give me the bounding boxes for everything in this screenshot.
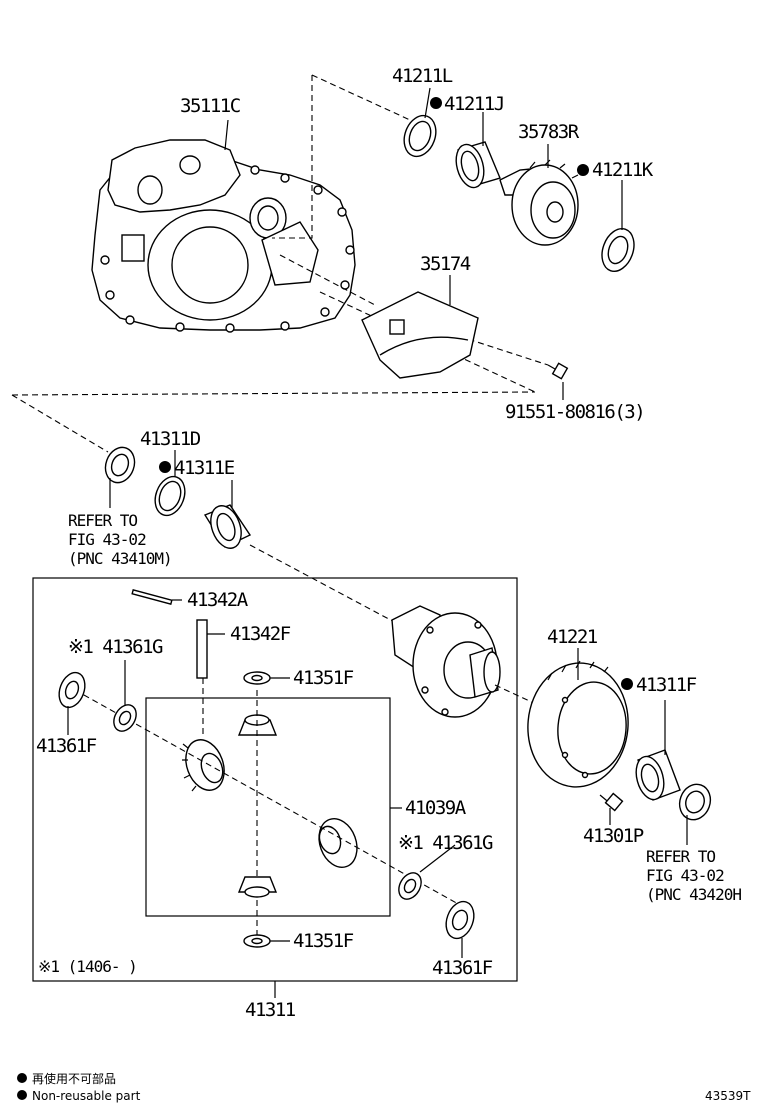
refer-to-right-line1: REFER TO [646, 847, 715, 866]
label-41342A: 41342A [187, 589, 249, 611]
non-reusable-bullet-icon [577, 164, 589, 176]
label-41311F: 41311F [636, 674, 697, 696]
pinion-gear-top [237, 714, 278, 736]
refer-to-right-line3: (PNC 43420H [646, 885, 741, 904]
label-41342F: 41342F [230, 623, 291, 645]
bearing-41211K [601, 227, 635, 273]
oil-seal-41211L [403, 114, 437, 158]
refer-to-line1: REFER TO [68, 511, 137, 530]
bolt-91551-80816 [547, 362, 569, 380]
drive-gear-35783R [499, 159, 579, 246]
differential-case [391, 605, 501, 718]
oil-seal-right [678, 783, 712, 821]
label-35783R: 35783R [518, 121, 580, 143]
label-35174: 35174 [420, 253, 471, 275]
non-reusable-bullet-icon [430, 97, 442, 109]
kit-box-41039A [145, 697, 391, 917]
label-41301P: 41301P [583, 825, 644, 847]
label-41311: 41311 [245, 999, 296, 1021]
legend-line-jp: 再使用不可部品 [32, 1071, 116, 1086]
non-reusable-bullet-icon [159, 461, 171, 473]
non-reusable-bullet-icon [17, 1090, 27, 1100]
thrust-washer-41351F-top [243, 671, 271, 685]
refer-to-line3: (PNC 43410M) [68, 549, 172, 568]
label-41361G-right: ※1 41361G [398, 832, 493, 854]
note-production-range: ※1 (1406- ) [38, 957, 137, 976]
non-reusable-bullet-icon [621, 678, 633, 690]
shim-41361G-right [398, 872, 422, 900]
side-gear-left [182, 739, 225, 792]
thrust-washer-41361F-right [445, 900, 475, 940]
bearing-41211J [455, 141, 501, 189]
label-41351F-bottom: 41351F [293, 930, 354, 952]
label-41361F-left: 41361F [36, 735, 97, 757]
label-41361F-right: 41361F [432, 957, 493, 979]
non-reusable-bullet-icon [17, 1073, 27, 1083]
label-41311D: 41311D [140, 428, 201, 450]
label-41311E: 41311E [174, 457, 235, 479]
bearing-41311F [635, 749, 681, 801]
label-41211L: 41211L [392, 65, 453, 87]
oil-seal-41311D [104, 446, 136, 484]
label-41221: 41221 [547, 626, 598, 648]
legend-line-en: Non-reusable part [32, 1089, 141, 1103]
shaft-41342F [196, 619, 208, 679]
thrust-washer-41351F-bottom [243, 934, 271, 948]
bolt-41301P [599, 792, 624, 812]
figure-id: 43539T [705, 1089, 751, 1103]
label-41211K: 41211K [592, 159, 654, 181]
transaxle-case-35111C [91, 139, 356, 333]
shim-41361G-left [113, 704, 137, 732]
side-gear-right [318, 818, 358, 868]
refer-to-right-line2: FIG 43-02 [646, 866, 724, 885]
label-41211J: 41211J [444, 93, 504, 115]
thrust-washer-41361F-left [58, 671, 86, 709]
label-91551: 91551-80816(3) [505, 401, 644, 423]
label-41039A: 41039A [405, 797, 467, 819]
label-35111C: 35111C [180, 95, 240, 117]
bracket-35174 [361, 291, 479, 379]
refer-to-line2: FIG 43-02 [68, 530, 146, 549]
label-41361G-left: ※1 41361G [68, 636, 163, 658]
bearing-41311E [203, 504, 252, 549]
ring-gear-41221 [527, 660, 629, 788]
pinion-gear-bottom [237, 876, 278, 898]
shim-41311D [154, 475, 186, 517]
pin-41342A [131, 589, 173, 605]
label-41351F-top: 41351F [293, 667, 354, 689]
